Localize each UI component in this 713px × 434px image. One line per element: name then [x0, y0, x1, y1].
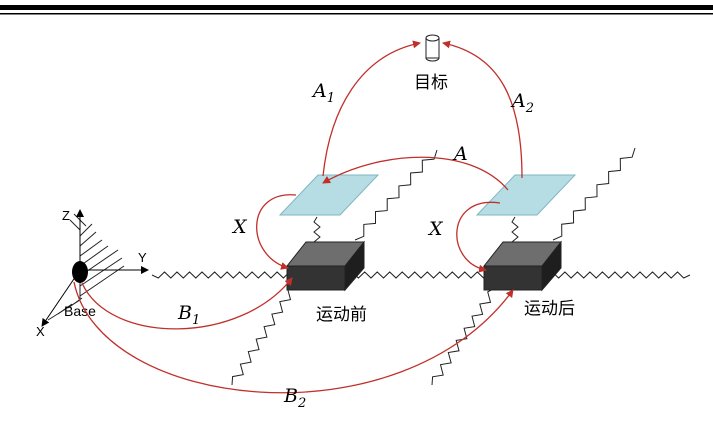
arc-B1 [81, 277, 293, 330]
x-axis-label: X [36, 324, 45, 339]
diag-spring-left-upper [354, 149, 438, 241]
block-before-motion [285, 240, 366, 292]
label-B1: B1 [177, 302, 200, 328]
base-marker [72, 261, 88, 283]
plate-before-motion [278, 174, 380, 216]
label-A: A [452, 143, 468, 165]
label-A2: A2 [510, 90, 534, 116]
label-after-motion: 运动后 [524, 299, 575, 319]
label-before-motion: 运动前 [316, 305, 367, 325]
diag-spring-right-lower [431, 287, 496, 386]
arc-X-right [456, 201, 501, 273]
arc-X-left [256, 194, 297, 270]
arc-B2 [73, 281, 514, 394]
plate-after-motion [475, 174, 577, 216]
diag-spring-right-upper [552, 147, 636, 241]
arc-A1 [322, 40, 421, 177]
y-axis-label: Y [138, 250, 147, 265]
diag-spring-left-lower [231, 284, 296, 386]
label-A1: A1 [311, 80, 335, 106]
arc-A2 [442, 40, 523, 179]
top-rule-thick [0, 5, 713, 10]
arc-A [322, 156, 509, 191]
label-X-right: X [427, 218, 444, 240]
top-rule-thin [0, 13, 713, 15]
z-axis-label: Z [62, 208, 70, 223]
label-B2: B2 [283, 385, 306, 411]
x-axis [41, 269, 81, 327]
target-icon [425, 34, 440, 62]
label-X-left: X [231, 216, 248, 238]
block-after-motion [482, 240, 563, 292]
horizontal-spring [151, 271, 691, 279]
target-label: 目标 [414, 73, 448, 93]
base-label: Base [64, 303, 96, 319]
